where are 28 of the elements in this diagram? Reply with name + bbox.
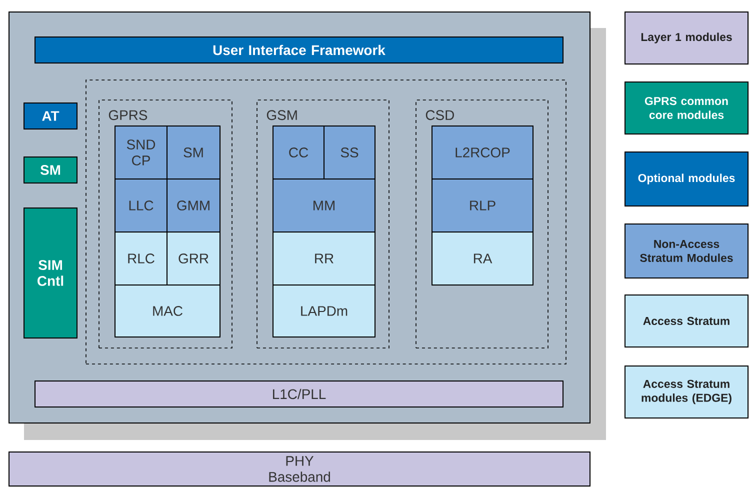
module-box: LLC — [114, 178, 168, 232]
module-box: SM — [166, 126, 220, 180]
module-box: SS — [324, 126, 376, 180]
legend-item: Access Stratum modules (EDGE) — [624, 366, 748, 418]
module-box: AT — [24, 102, 78, 130]
module-box: RLP — [432, 178, 534, 232]
legend-item: Non-Access Stratum Modules — [624, 224, 748, 278]
dashed-group-box — [86, 80, 566, 364]
module-box: RR — [272, 232, 376, 286]
legend-item: Layer 1 modules — [624, 12, 748, 64]
legend-item: Access Stratum — [624, 294, 748, 348]
module-box: GRR — [166, 232, 220, 286]
module-box: MM — [272, 178, 376, 232]
module-box: MAC — [114, 284, 220, 338]
module-box: CC — [272, 126, 324, 180]
module-box: RA — [432, 232, 534, 286]
module-box: SND CP — [114, 126, 168, 180]
module-box: RLC — [114, 232, 168, 286]
layer-bar: L1C/PLL — [34, 380, 564, 408]
legend-item: Optional modules — [624, 152, 748, 206]
module-box: SIM Cntl — [24, 208, 78, 338]
module-box: LAPDm — [272, 284, 376, 338]
module-box: GMM — [166, 178, 220, 232]
module-box: L2RCOP — [432, 126, 534, 180]
module-box: SM — [24, 156, 78, 184]
legend-item: GPRS common core modules — [624, 82, 748, 134]
framework-bar: User Interface Framework — [34, 36, 564, 64]
layer-bar: PHY Baseband — [8, 452, 590, 486]
